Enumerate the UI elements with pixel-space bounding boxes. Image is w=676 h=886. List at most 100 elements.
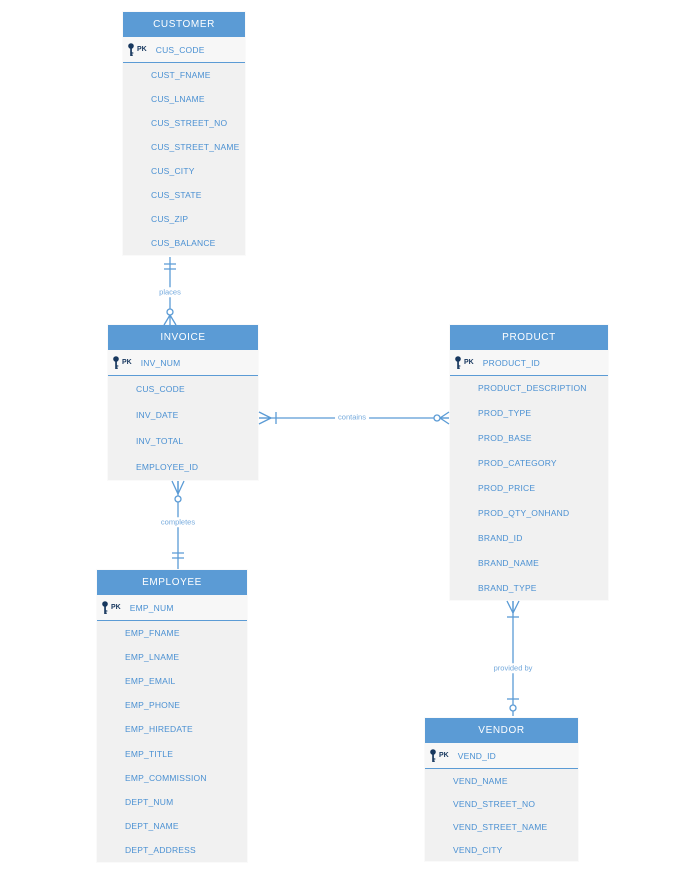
field-name: VEND_STREET_NAME <box>453 821 548 832</box>
pk-tag: PK <box>137 46 147 53</box>
field-name: CUS_CODE <box>136 384 185 394</box>
field-row: EMP_FNAME <box>97 621 247 645</box>
field-name: EMP_FNAME <box>125 628 180 639</box>
entity-employee-header[interactable]: EMPLOYEE <box>97 570 247 595</box>
field-name: VEND_CITY <box>453 844 503 855</box>
pk-field-name: INV_NUM <box>140 357 181 368</box>
field-row: EMP_COMMISSION <box>97 766 247 790</box>
entity-product-header[interactable]: PRODUCT <box>450 325 608 350</box>
field-name: EMP_LNAME <box>125 652 180 663</box>
field-name: BRAND_ID <box>478 532 523 543</box>
field-row: INV_TOTAL <box>108 428 258 454</box>
field-row: EMP_TITLE <box>97 741 247 765</box>
field-row: PROD_BASE <box>450 426 608 451</box>
field-row: VEND_NAME <box>425 769 578 792</box>
field-name: EMPLOYEE_ID <box>136 462 199 472</box>
field-name: INV_TOTAL <box>136 436 184 446</box>
field-row: INV_DATE <box>108 402 258 428</box>
field-list: VEND_NAME VEND_STREET_NO VEND_STREET_NAM… <box>425 769 578 861</box>
pk-tag: PK <box>464 359 474 366</box>
entity-customer-header[interactable]: CUSTOMER <box>123 12 245 37</box>
field-row: VEND_STREET_NO <box>425 792 578 815</box>
field-row: DEPT_ADDRESS <box>97 838 247 862</box>
entity-invoice-header[interactable]: INVOICE <box>108 325 258 350</box>
entity-vendor[interactable]: VENDOR PK VEND_ID VEND_NAME VEND_STREET_… <box>425 718 578 861</box>
cardinality-zero-or-many <box>163 308 177 326</box>
field-name: PROD_BASE <box>478 433 532 444</box>
relationship-provided-by-line[interactable] <box>506 600 520 716</box>
field-row: BRAND_ID <box>450 525 608 550</box>
pk-field-name: EMP_NUM <box>129 602 174 613</box>
field-name: INV_DATE <box>136 410 179 420</box>
entity-title: INVOICE <box>160 332 206 343</box>
field-row: CUS_STREET_NO <box>123 111 245 135</box>
pk-field-name: CUS_CODE <box>155 44 205 55</box>
field-row: EMP_HIREDATE <box>97 717 247 741</box>
field-name: DEPT_NUM <box>125 796 174 807</box>
field-row: DEPT_NUM <box>97 790 247 814</box>
field-row: BRAND_NAME <box>450 550 608 575</box>
field-row: CUS_ZIP <box>123 207 245 231</box>
field-name: CUS_STREET_NAME <box>151 142 240 152</box>
entity-invoice[interactable]: INVOICE PK INV_NUM CUS_CODE INV_DATE INV… <box>108 325 258 480</box>
field-name: BRAND_NAME <box>478 557 540 568</box>
field-name: EMP_PHONE <box>125 700 181 711</box>
cardinality-one-and-only-one <box>172 552 184 559</box>
field-name: EMP_TITLE <box>125 748 174 759</box>
key-icon <box>112 355 120 370</box>
relationship-places-line[interactable] <box>163 257 177 326</box>
field-name: DEPT_ADDRESS <box>125 844 196 855</box>
entity-employee[interactable]: EMPLOYEE PK EMP_NUM EMP_FNAME EMP_LNAME … <box>97 570 247 862</box>
field-row: CUST_FNAME <box>123 63 245 87</box>
cardinality-one-and-only-one <box>164 263 176 270</box>
field-row: CUS_CODE <box>108 376 258 402</box>
field-name: CUS_BALANCE <box>151 238 216 248</box>
field-row: CUS_LNAME <box>123 87 245 111</box>
field-row: PROD_PRICE <box>450 476 608 501</box>
cardinality-zero-or-one <box>507 698 519 712</box>
field-list: CUST_FNAME CUS_LNAME CUS_STREET_NO CUS_S… <box>123 63 245 255</box>
field-name: EMP_HIREDATE <box>125 724 193 735</box>
field-name: PROD_QTY_ONHAND <box>478 507 570 518</box>
cardinality-one-or-many <box>258 411 277 425</box>
field-row: VEND_STREET_NAME <box>425 815 578 838</box>
field-list: CUS_CODE INV_DATE INV_TOTAL EMPLOYEE_ID <box>108 376 258 480</box>
entity-title: EMPLOYEE <box>142 577 202 588</box>
pk-tag: PK <box>122 359 132 366</box>
field-row: DEPT_NAME <box>97 814 247 838</box>
field-name: PRODUCT_DESCRIPTION <box>478 383 587 394</box>
field-row: BRAND_TYPE <box>450 575 608 600</box>
entity-product[interactable]: PRODUCT PK PRODUCT_ID PRODUCT_DESCRIPTIO… <box>450 325 608 600</box>
field-row: PRODUCT_DESCRIPTION <box>450 376 608 401</box>
field-row: PROD_TYPE <box>450 401 608 426</box>
pk-row: PK CUS_CODE <box>123 37 245 63</box>
field-row: CUS_BALANCE <box>123 231 245 255</box>
field-name: CUS_STREET_NO <box>151 118 228 128</box>
entity-title: PRODUCT <box>502 332 556 343</box>
key-icon <box>127 42 135 57</box>
field-list: EMP_FNAME EMP_LNAME EMP_EMAIL EMP_PHONE … <box>97 621 247 862</box>
cardinality-one-or-many <box>506 600 520 618</box>
field-name: CUST_FNAME <box>151 70 211 80</box>
pk-row: PK PRODUCT_ID <box>450 350 608 376</box>
entity-customer[interactable]: CUSTOMER PK CUS_CODE CUST_FNAME CUS_LNAM… <box>123 12 245 255</box>
field-name: PROD_CATEGORY <box>478 458 557 469</box>
entity-vendor-header[interactable]: VENDOR <box>425 718 578 743</box>
pk-row: PK VEND_ID <box>425 743 578 769</box>
field-row: EMPLOYEE_ID <box>108 454 258 480</box>
field-name: CUS_STATE <box>151 190 202 200</box>
field-name: PROD_TYPE <box>478 408 532 419</box>
field-name: EMP_EMAIL <box>125 676 176 687</box>
field-name: CUS_ZIP <box>151 214 189 224</box>
relationship-label-places: places <box>156 287 184 297</box>
field-row: VEND_CITY <box>425 838 578 861</box>
entity-title: VENDOR <box>478 725 525 736</box>
cardinality-zero-or-many <box>171 480 185 503</box>
pk-tag: PK <box>439 752 449 759</box>
pk-field-name: PRODUCT_ID <box>482 357 540 368</box>
pk-tag: PK <box>111 604 121 611</box>
pk-row: PK INV_NUM <box>108 350 258 376</box>
relationship-label-provided-by: provided by <box>490 663 536 673</box>
key-icon <box>429 748 437 763</box>
